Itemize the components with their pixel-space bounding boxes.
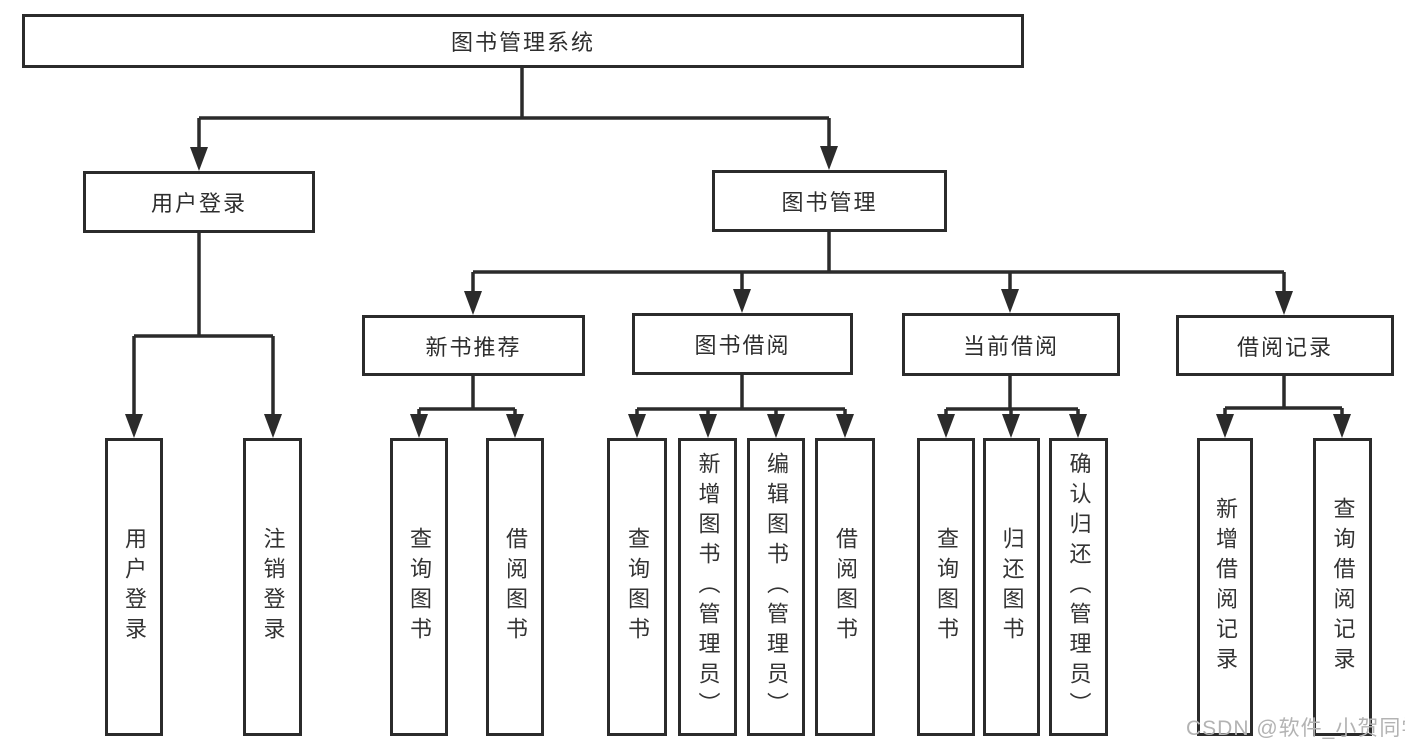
node-label: 新增图书（管理员） [695, 452, 721, 722]
node-leaf-query-books-1: 查询图书 [390, 438, 448, 736]
node-label: 查询图书 [407, 527, 432, 647]
csdn-watermark: CSDN @软件_小贺同学 [1186, 717, 1405, 740]
node-label: 查询图书 [934, 527, 959, 647]
node-leaf-return-books: 归还图书 [983, 438, 1040, 736]
node-label: 查询图书 [625, 527, 650, 647]
node-new-book-recommendation: 新书推荐 [362, 315, 585, 376]
node-label: 当前借阅 [962, 333, 1059, 359]
node-book-management-module: 图书管理 [712, 170, 947, 232]
node-library-management-system: 图书管理系统 [22, 14, 1024, 68]
node-label: 借阅图书 [503, 527, 528, 647]
node-label: 图书借阅 [694, 333, 791, 358]
node-label: 新增借阅记录 [1213, 497, 1238, 677]
node-current-borrowing: 当前借阅 [902, 313, 1120, 376]
node-borrowing-records: 借阅记录 [1176, 315, 1394, 376]
node-leaf-query-books-3: 查询图书 [917, 438, 975, 736]
node-label: 借阅记录 [1236, 334, 1333, 360]
node-leaf-query-books-2: 查询图书 [607, 438, 667, 736]
node-leaf-logout: 注销登录 [243, 438, 302, 736]
node-label: 归还图书 [999, 527, 1025, 647]
node-leaf-add-borrow-record: 新增借阅记录 [1197, 438, 1253, 736]
node-label: 图书管理 [781, 190, 878, 215]
node-label: 图书管理系统 [450, 30, 595, 55]
node-leaf-confirm-return-admin: 确认归还（管理员） [1049, 438, 1108, 736]
node-user-login-module: 用户登录 [83, 171, 315, 233]
node-label: 用户登录 [150, 191, 247, 216]
node-label: 借阅图书 [833, 527, 858, 647]
node-label: 查询借阅记录 [1330, 497, 1356, 677]
node-label: 注销登录 [260, 527, 286, 647]
node-leaf-user-login: 用户登录 [105, 438, 163, 736]
node-label: 确认归还（管理员） [1066, 452, 1092, 722]
node-leaf-edit-books-admin: 编辑图书（管理员） [747, 438, 805, 736]
arrowheads [125, 146, 1351, 438]
connector-paths [132, 68, 1344, 417]
node-leaf-borrow-books-2: 借阅图书 [815, 438, 875, 736]
node-book-borrowing: 图书借阅 [632, 313, 853, 375]
node-leaf-add-books-admin: 新增图书（管理员） [678, 438, 737, 736]
node-label: 新书推荐 [425, 334, 522, 360]
node-label: 编辑图书（管理员） [764, 452, 789, 722]
node-leaf-query-borrow-record: 查询借阅记录 [1313, 438, 1372, 736]
node-label: 用户登录 [122, 527, 147, 647]
node-leaf-borrow-books-1: 借阅图书 [486, 438, 544, 736]
